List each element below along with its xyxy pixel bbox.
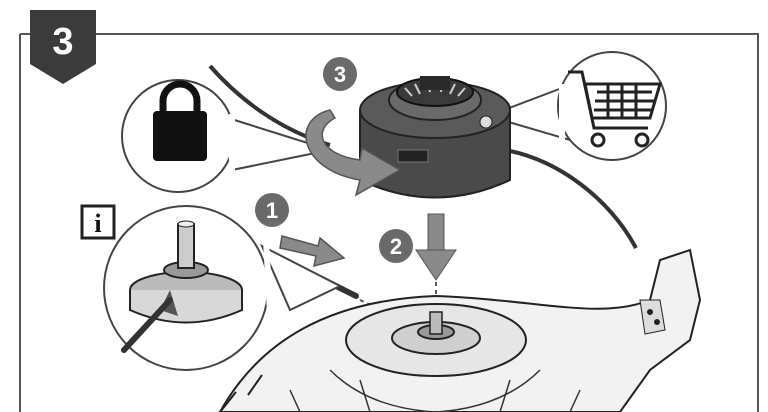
trimmer-line-right	[504, 148, 638, 249]
callout-2-label: 2	[390, 234, 402, 259]
callout-1: 1	[255, 193, 289, 227]
lock-icon	[153, 80, 207, 161]
step-badge-number: 3	[52, 21, 73, 63]
callout-3-label: 3	[334, 62, 346, 87]
rotate-arrow	[305, 109, 402, 197]
callout-2: 2	[379, 229, 413, 263]
cart-bubble	[484, 51, 667, 161]
insert-arrow	[279, 235, 346, 268]
info-icon: i	[80, 204, 116, 240]
callout-1-label: 1	[266, 198, 278, 223]
lock-bubble	[121, 79, 331, 193]
hub-detail	[121, 220, 243, 353]
shopping-cart-icon	[568, 70, 663, 148]
callout-3: 3	[323, 57, 357, 91]
trimmer-base	[218, 248, 702, 412]
info-badge-label: i	[94, 209, 101, 238]
detail-bubble	[103, 205, 343, 371]
step-badge: 3	[30, 10, 96, 84]
down-arrow	[415, 213, 457, 281]
spool-head	[359, 76, 511, 199]
